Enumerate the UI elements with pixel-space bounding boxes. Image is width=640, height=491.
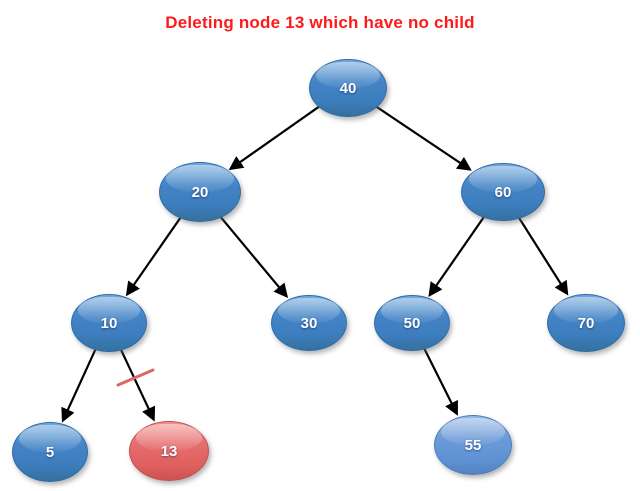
tree-node-label: 50 (403, 314, 421, 332)
tree-node-label: 10 (100, 314, 118, 332)
tree-node-50: 50 (374, 295, 450, 351)
tree-node-10: 10 (71, 294, 147, 352)
tree-node-20: 20 (159, 162, 241, 222)
tree-node-70: 70 (547, 294, 625, 352)
edge-60-70 (517, 216, 569, 296)
tree-node-label: 55 (464, 436, 482, 454)
tree-node-label: 60 (494, 183, 512, 201)
edge-10-5 (61, 348, 97, 423)
edge-50-55 (422, 346, 458, 416)
edge-10-13 (119, 347, 156, 422)
tree-node-label: 5 (45, 443, 55, 461)
tree-node-60: 60 (461, 163, 545, 221)
edge-40-60 (374, 104, 472, 171)
diagram-title: Deleting node 13 which have no child (165, 13, 475, 32)
delete-slash (116, 368, 155, 387)
tree-node-30: 30 (271, 295, 347, 351)
tree-node-5: 5 (12, 422, 88, 482)
tree-node-13: 13 (129, 421, 209, 481)
edge-20-30 (218, 215, 289, 299)
tree-node-55: 55 (434, 415, 512, 475)
tree-node-40: 40 (309, 59, 387, 117)
edge-40-20 (228, 105, 321, 171)
tree-node-label: 30 (300, 314, 318, 332)
tree-node-label: 40 (339, 79, 357, 97)
edge-60-50 (428, 215, 486, 297)
tree-node-label: 13 (160, 442, 178, 460)
tree-node-label: 20 (191, 183, 209, 201)
tree-node-label: 70 (577, 314, 595, 332)
edge-20-10 (125, 216, 182, 297)
